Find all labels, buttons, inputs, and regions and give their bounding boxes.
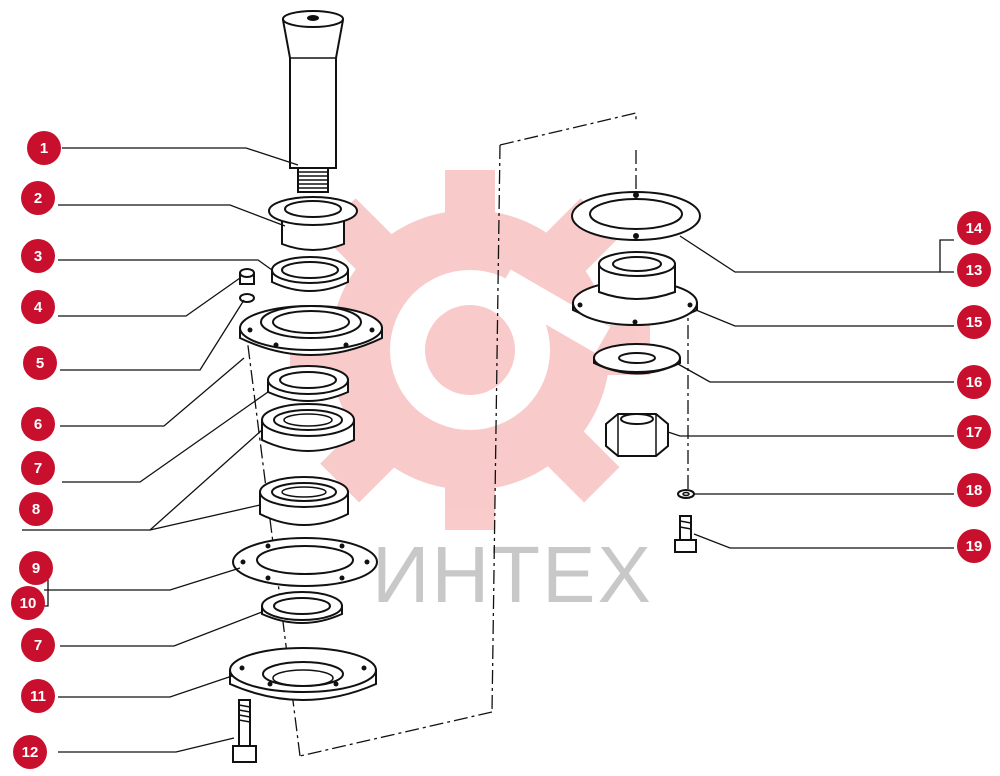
callout-badge-circle	[957, 473, 991, 507]
callout-number: 13	[966, 262, 983, 279]
callout-c6: 6	[21, 407, 55, 441]
part-flat-washer	[593, 343, 681, 375]
callout-number: 1	[40, 140, 48, 157]
callout-c4: 4	[21, 290, 55, 324]
callout-c13: 13	[957, 253, 991, 287]
part-spacer-ring-upper	[267, 365, 349, 402]
callout-c17: 17	[957, 415, 991, 449]
callout-badge-circle	[957, 529, 991, 563]
callout-number: 9	[32, 560, 40, 577]
callout-badge-circle	[21, 181, 55, 215]
callout-badge-circle	[21, 679, 55, 713]
callout-c12: 12	[13, 735, 47, 769]
callout-c15: 15	[957, 305, 991, 339]
callout-c3: 3	[21, 239, 55, 273]
callout-c5: 5	[23, 346, 57, 380]
callout-c16: 16	[957, 365, 991, 399]
part-small-nut	[239, 268, 255, 285]
callout-c2: 2	[21, 181, 55, 215]
callout-c18: 18	[957, 473, 991, 507]
callout-c10: 10	[11, 586, 45, 620]
callout-c1: 1	[27, 131, 61, 165]
part-bolt-short	[674, 515, 697, 553]
part-gasket	[232, 537, 378, 587]
callout-badge-circle	[957, 211, 991, 245]
callout-number: 14	[966, 220, 983, 237]
callout-c11: 11	[21, 679, 55, 713]
callout-number: 12	[22, 744, 39, 761]
callout-number: 7	[34, 460, 42, 477]
callout-number: 3	[34, 248, 42, 265]
callout-number: 2	[34, 190, 42, 207]
callout-c7b: 7	[21, 628, 55, 662]
part-lower-flange	[229, 647, 377, 701]
callout-number: 19	[966, 538, 983, 555]
callout-badge-circle	[19, 551, 53, 585]
callout-badge-circle	[19, 492, 53, 526]
part-flange-housing	[239, 305, 383, 356]
part-bearing-lower	[259, 476, 349, 526]
callout-badge-circle	[13, 735, 47, 769]
callout-c19: 19	[957, 529, 991, 563]
watermark-text: ИНТЕХ	[372, 530, 653, 619]
part-bushing	[268, 196, 358, 251]
callout-number: 7	[34, 637, 42, 654]
callout-badge-circle	[23, 346, 57, 380]
callout-number: 8	[32, 501, 40, 518]
callout-badge-circle	[21, 628, 55, 662]
callout-badge-circle	[11, 586, 45, 620]
part-shaft	[281, 10, 345, 193]
callout-number: 18	[966, 482, 983, 499]
callout-c7a: 7	[21, 451, 55, 485]
callout-badge-circle	[21, 239, 55, 273]
callout-badge-circle	[957, 305, 991, 339]
callout-number: 4	[34, 299, 43, 316]
callout-number: 17	[966, 424, 983, 441]
part-small-washer-right	[677, 489, 695, 499]
callout-badge-circle	[27, 131, 61, 165]
callout-number: 5	[36, 355, 44, 372]
callout-c14: 14	[957, 211, 991, 245]
callout-badge-circle	[21, 451, 55, 485]
callout-number: 10	[20, 595, 37, 612]
part-hex-nut	[605, 413, 669, 457]
callout-badge-circle	[957, 415, 991, 449]
callout-number: 11	[30, 688, 46, 705]
part-cover-plate	[571, 191, 701, 241]
callout-number: 15	[966, 314, 983, 331]
callout-c9: 9	[19, 551, 53, 585]
part-bolt-long	[232, 699, 257, 763]
callout-badge-circle	[957, 253, 991, 287]
part-spacer-ring-lower	[261, 591, 343, 624]
callout-c8: 8	[19, 492, 53, 526]
part-hub-flange	[572, 251, 698, 326]
callout-number: 16	[966, 374, 983, 391]
callout-badge-circle	[957, 365, 991, 399]
part-bearing-upper	[261, 403, 355, 452]
callout-badge-circle	[21, 407, 55, 441]
callout-number: 6	[34, 416, 42, 433]
callout-badge-circle	[21, 290, 55, 324]
part-seal-ring	[271, 256, 349, 292]
part-small-washer	[239, 293, 255, 303]
leader-lines	[22, 147, 954, 753]
